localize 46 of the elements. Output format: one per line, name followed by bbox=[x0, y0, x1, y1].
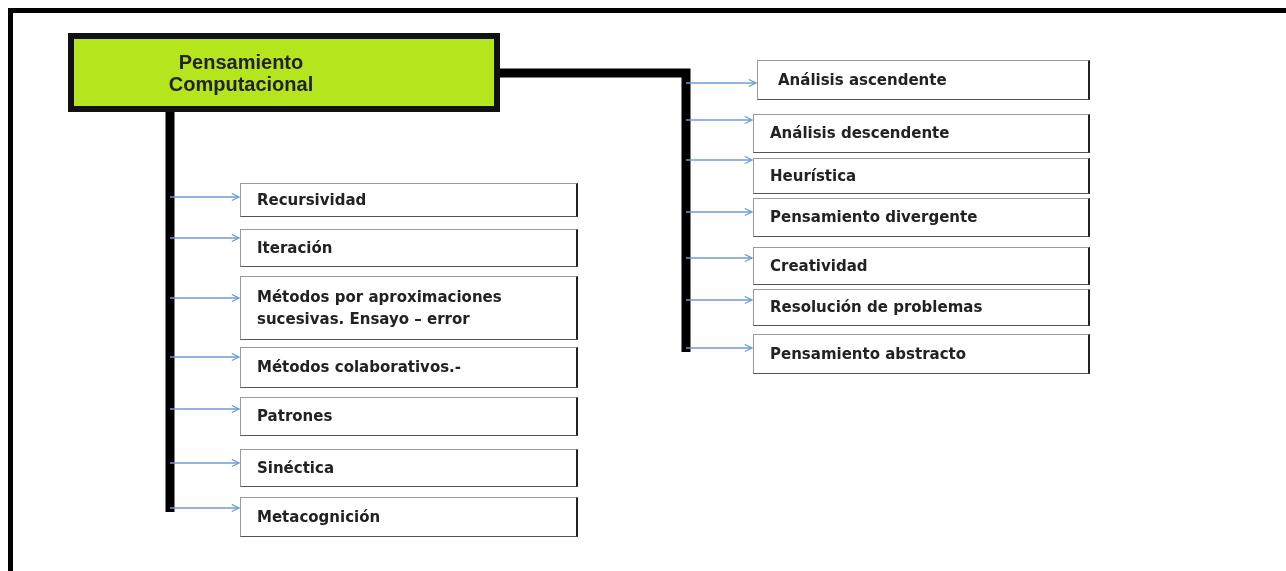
concept-box bbox=[240, 276, 578, 340]
concept-box bbox=[240, 449, 578, 487]
concept-label: Heurística bbox=[770, 165, 857, 187]
connector-line bbox=[165, 112, 175, 512]
arrow bbox=[685, 343, 753, 353]
concept-box bbox=[753, 289, 1090, 326]
concept-box bbox=[753, 158, 1090, 194]
concept-box bbox=[240, 397, 578, 436]
concept-box bbox=[240, 183, 578, 217]
concept-box bbox=[753, 198, 1090, 237]
concept-label: Creatividad bbox=[770, 255, 868, 277]
arrow bbox=[685, 207, 753, 217]
concept-box bbox=[753, 114, 1090, 153]
concept-box bbox=[240, 347, 578, 388]
arrow bbox=[169, 233, 240, 243]
concept-label: Pensamiento divergente bbox=[770, 207, 978, 229]
concept-label: Sinéctica bbox=[257, 457, 334, 479]
concept-box bbox=[240, 229, 578, 267]
arrow bbox=[685, 115, 753, 125]
arrow bbox=[169, 458, 240, 468]
concept-box bbox=[753, 247, 1090, 285]
arrow bbox=[685, 78, 757, 88]
concept-label: Patrones bbox=[257, 406, 333, 428]
concept-label: Resolución de problemas bbox=[770, 297, 983, 319]
concept-label: Metacognición bbox=[257, 506, 381, 528]
concept-label: Pensamiento abstracto bbox=[770, 343, 967, 365]
concept-box bbox=[757, 60, 1090, 100]
concept-label: Análisis ascendente bbox=[778, 69, 947, 91]
arrow bbox=[685, 253, 753, 263]
concept-box bbox=[240, 497, 578, 537]
arrow bbox=[685, 155, 753, 165]
arrow bbox=[169, 503, 240, 513]
concept-label: Análisis descendente bbox=[770, 123, 950, 145]
arrow bbox=[685, 295, 753, 305]
arrow bbox=[169, 192, 240, 202]
arrow bbox=[169, 352, 240, 362]
title-text: Pensamiento Computacional bbox=[167, 50, 315, 95]
concept-label: Métodos por aproximaciones sucesivas. Ensayo – error bbox=[257, 286, 503, 330]
arrow bbox=[169, 293, 240, 303]
concept-box bbox=[753, 334, 1090, 374]
title-box bbox=[68, 33, 500, 112]
concept-label: Recursividad bbox=[257, 189, 367, 211]
concept-label: Métodos colaborativos.- bbox=[257, 357, 462, 379]
concept-label: Iteración bbox=[257, 237, 333, 259]
connector-line bbox=[500, 68, 691, 352]
arrow bbox=[169, 404, 240, 414]
